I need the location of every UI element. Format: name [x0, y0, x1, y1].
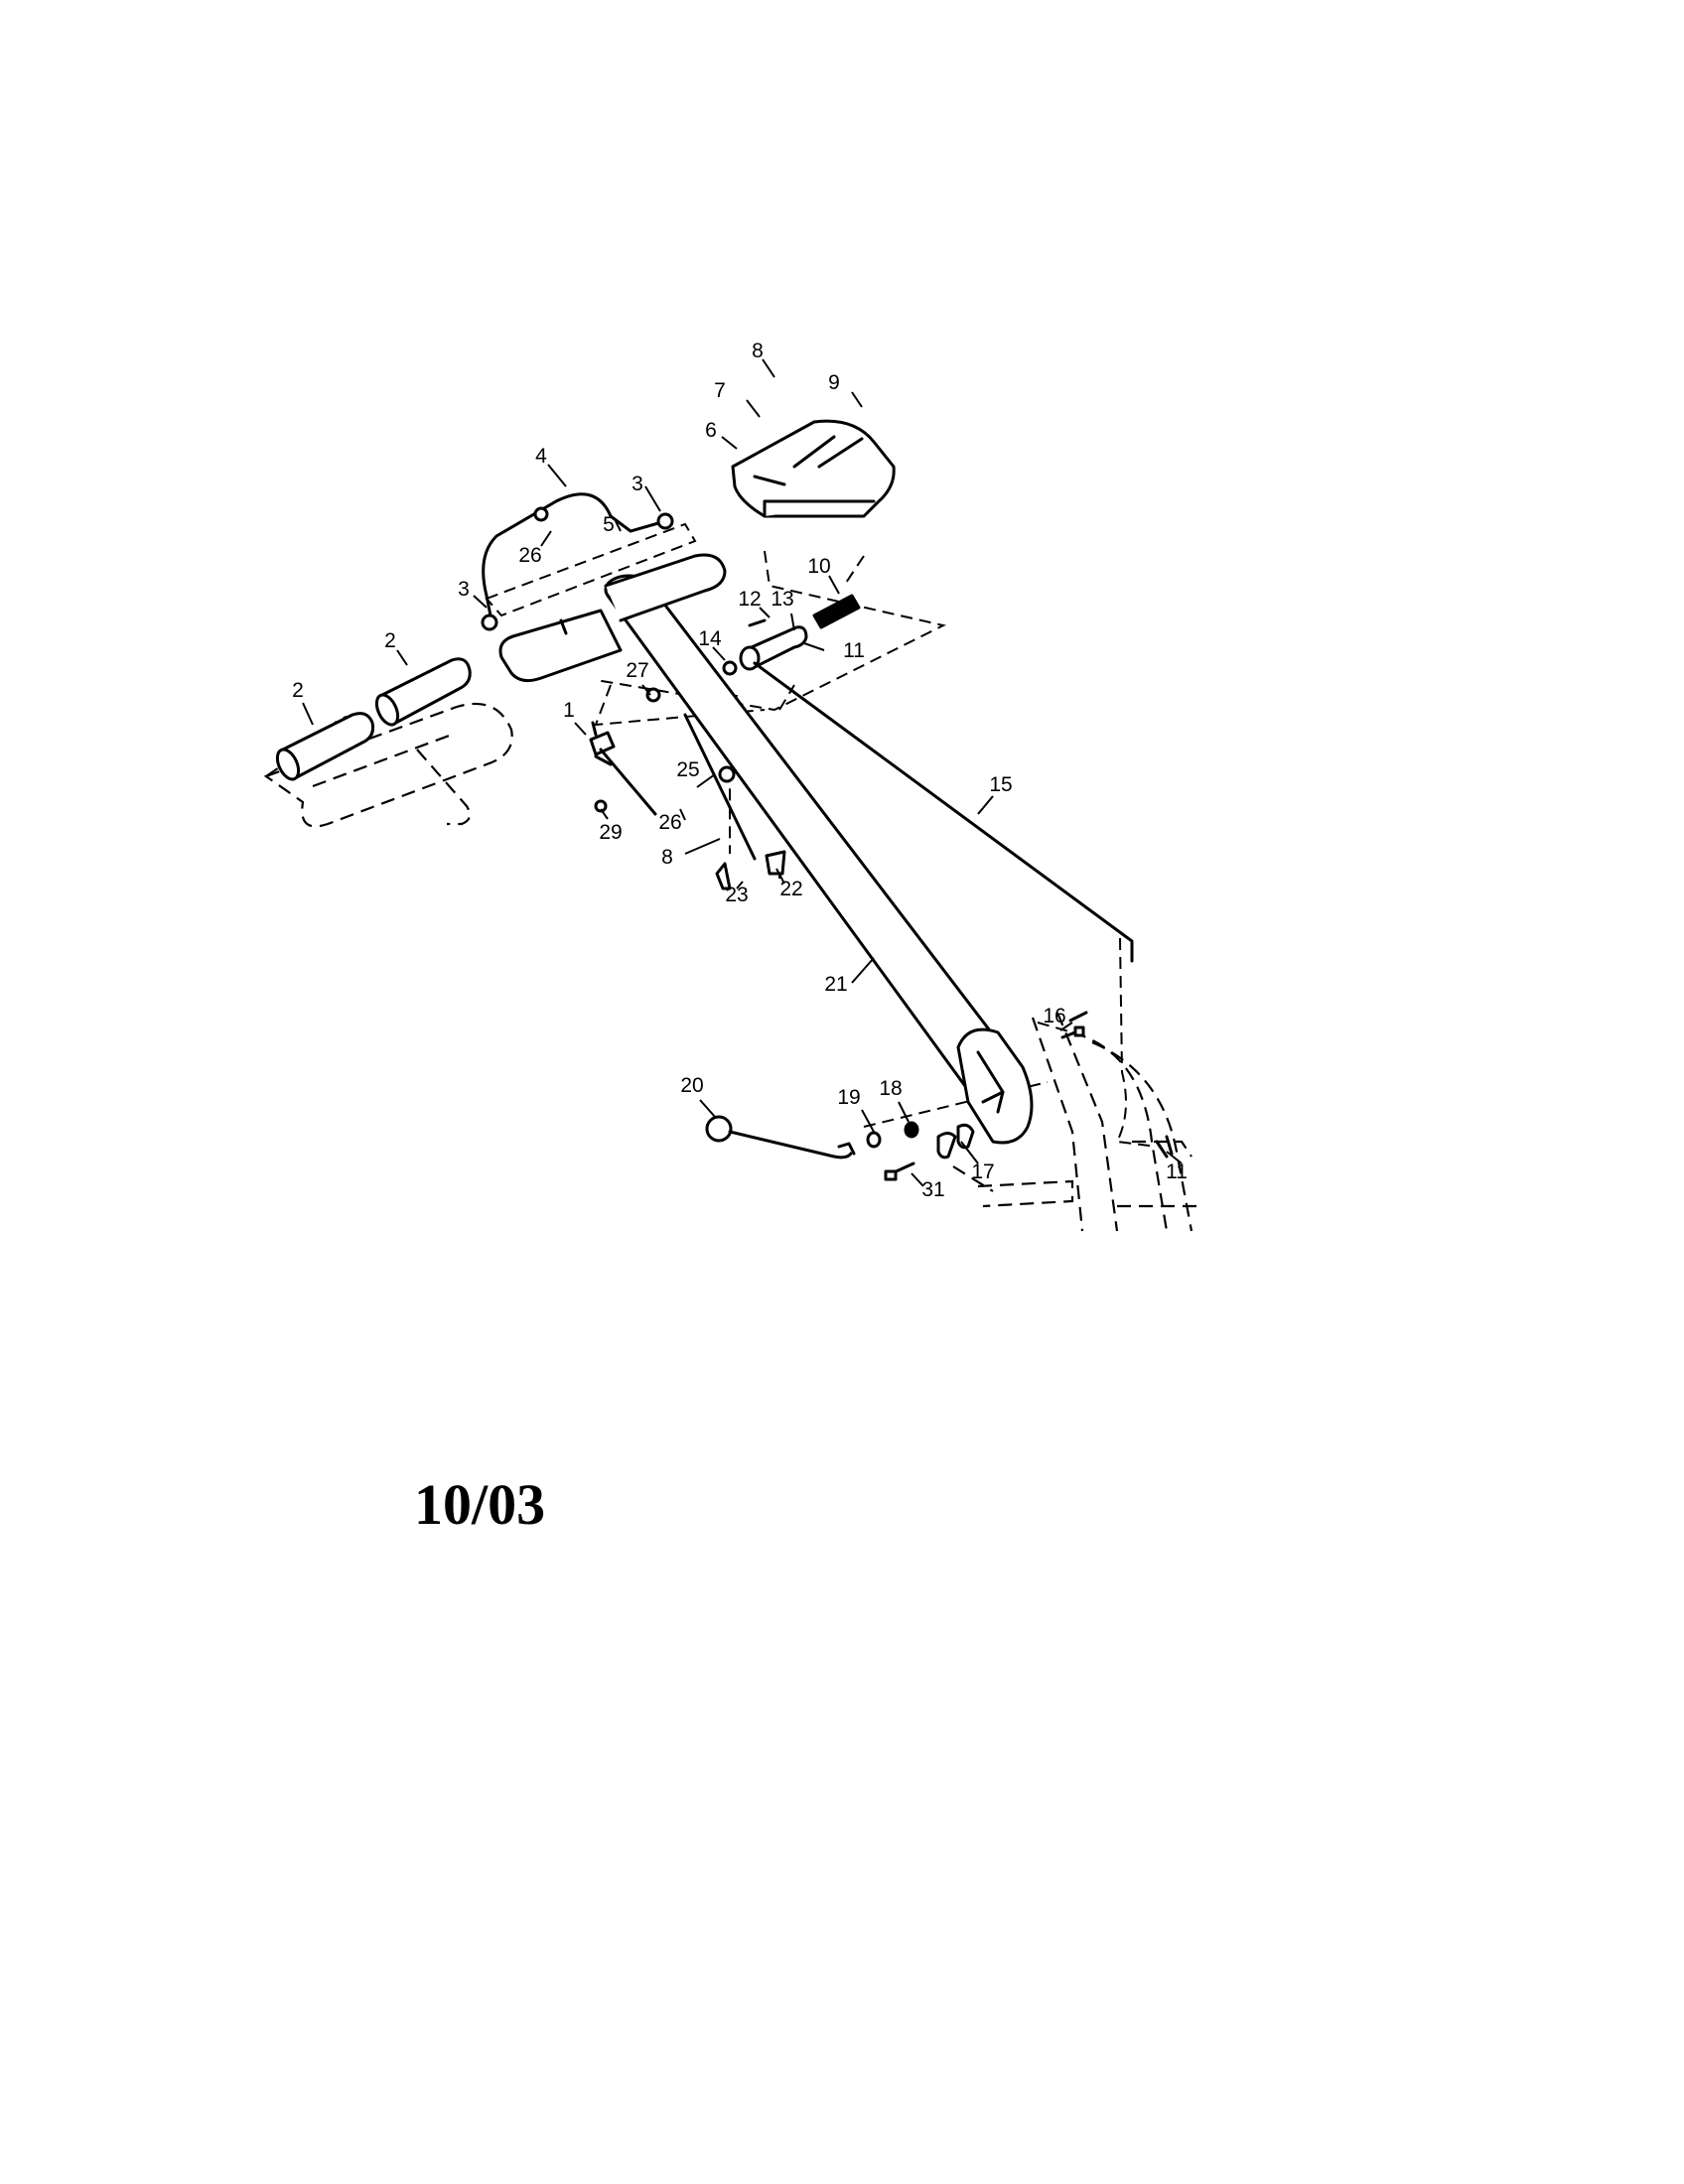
- phantom-tiller-frame: [952, 1012, 1201, 1232]
- callout-23: 23: [725, 884, 748, 906]
- callout-10: 10: [807, 555, 830, 578]
- hand-grips: [275, 657, 472, 781]
- leader-lines: [302, 358, 1183, 1187]
- callout-16: 16: [1043, 1005, 1065, 1027]
- callout-2-rear: 2: [384, 629, 396, 652]
- spring: [812, 594, 861, 629]
- handle-bar-frame: [498, 553, 727, 683]
- callout-13: 13: [771, 588, 793, 611]
- callout-18: 18: [879, 1077, 902, 1100]
- upper-bail-rod: [481, 492, 674, 631]
- callout-15: 15: [989, 773, 1012, 796]
- callout-3-left: 3: [458, 578, 470, 601]
- shift-rod: [705, 1115, 856, 1160]
- callout-11-lower: 11: [1166, 1160, 1188, 1183]
- callout-4: 4: [535, 445, 547, 468]
- callout-5: 5: [603, 513, 615, 536]
- callout-9: 9: [828, 371, 840, 394]
- callout-14: 14: [698, 627, 722, 650]
- callout-17: 17: [971, 1160, 994, 1183]
- callout-2-front: 2: [292, 679, 304, 702]
- callout-22: 22: [779, 878, 802, 900]
- callout-31: 31: [921, 1178, 944, 1201]
- control-rod: [753, 661, 1134, 963]
- callout-19: 19: [837, 1086, 860, 1109]
- fasteners: [589, 687, 1174, 1159]
- callout-25: 25: [676, 758, 699, 781]
- callout-20: 20: [680, 1074, 703, 1097]
- callout-7: 7: [714, 379, 726, 402]
- date-code: 10/03: [414, 1472, 546, 1537]
- callout-27: 27: [626, 659, 648, 682]
- callout-11-upper: 11: [843, 639, 865, 662]
- callout-1: 1: [563, 699, 575, 722]
- callout-6: 6: [705, 419, 717, 442]
- callout-8-lower: 8: [661, 846, 673, 869]
- callout-labels: 8 7 9 6 4 3 5 26 3 10 12 13 14 11 27 2 2…: [292, 340, 1188, 1201]
- callout-26-lower: 26: [658, 811, 681, 834]
- callout-26-upper: 26: [518, 544, 541, 567]
- callout-3-right: 3: [632, 473, 643, 495]
- console-cover: [731, 419, 896, 518]
- callout-8-top: 8: [752, 340, 764, 362]
- callout-21: 21: [824, 973, 847, 996]
- callout-29: 29: [599, 821, 622, 844]
- callout-12: 12: [738, 588, 761, 611]
